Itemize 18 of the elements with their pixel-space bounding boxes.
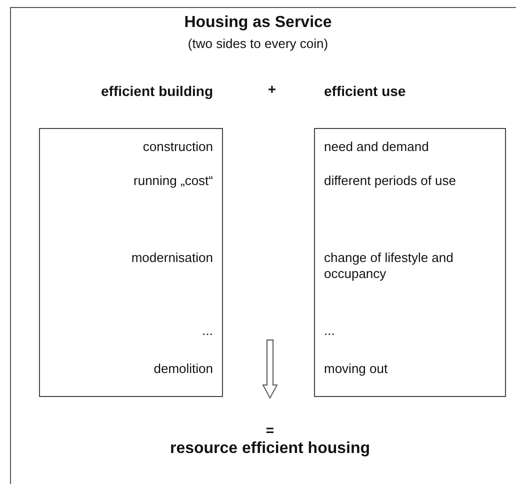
column-heading: efficient building: [101, 83, 213, 99]
list-item: different periods of use: [324, 173, 458, 189]
result-text: resource efficient housing: [168, 439, 372, 459]
subtitle: (two sides to every coin): [186, 36, 330, 51]
list-item: moving out: [324, 361, 389, 377]
list-item: construction: [142, 139, 213, 155]
column-heading: efficient use: [324, 83, 406, 99]
list-item: running „cost“: [132, 173, 213, 189]
list-item: change of lifestyle and occupancy: [324, 250, 454, 282]
list-item: demolition: [152, 361, 213, 377]
list-item: modernisation: [130, 250, 213, 266]
equals-sign: =: [264, 422, 276, 438]
title: Housing as Service: [183, 14, 333, 32]
operator-sign: +: [266, 81, 278, 97]
list-item: ...: [201, 323, 213, 339]
arrow: [262, 340, 278, 400]
list-item: ...: [324, 323, 336, 339]
list-item: need and demand: [324, 139, 430, 155]
